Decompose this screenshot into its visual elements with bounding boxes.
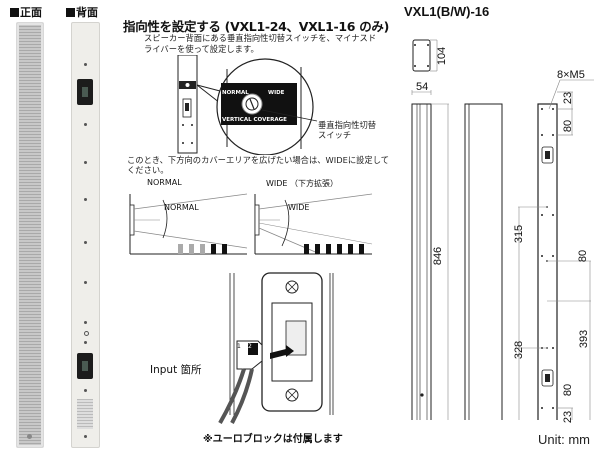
- wide-diagram-title: WIDE （下方拡張）: [266, 179, 339, 188]
- wide-instruction-line1: このとき、下方向のカバーエリアを広げたい場合は、WIDEに設定して: [127, 155, 390, 165]
- switch-wide-label: WIDE: [268, 90, 285, 96]
- dim-middle-spacing: 80: [577, 249, 590, 263]
- insert-arrow: [270, 345, 294, 359]
- coverage-description-line2: ライバーを使って設定します。: [144, 44, 259, 54]
- speaker-front-photo: [16, 22, 44, 448]
- dim-top-offset: 23: [562, 91, 575, 105]
- normal-coverage-diagram: [129, 193, 248, 255]
- front-logo: [27, 434, 32, 439]
- dim-bracket-height: 104: [436, 46, 449, 66]
- bracket-outline: [412, 39, 431, 72]
- coverage-section-title: 指向性を設定する (VXL1-24、VXL1-16 のみ): [123, 19, 390, 34]
- input-plate: [77, 353, 93, 379]
- terminal-mark-1: 1: [237, 343, 241, 350]
- switch-normal-label: NORMAL: [222, 90, 249, 96]
- dim-total-height: 846: [432, 246, 445, 266]
- front-view-label: 正面: [10, 4, 42, 20]
- dim-upper-distance: 315: [513, 224, 526, 244]
- dim-lower-distance: 328: [513, 340, 526, 360]
- euroblock-note: ※ユーロブロックは付属します: [203, 434, 343, 445]
- switch-plate: [77, 79, 93, 105]
- switch-caption: VERTICAL COVERAGE: [222, 117, 287, 123]
- wide-coverage-diagram: [254, 193, 373, 255]
- spec-label: [77, 399, 93, 429]
- front-view-outline: [464, 103, 503, 420]
- speaker-back-photo: [71, 22, 100, 448]
- coverage-description-line1: スピーカー背面にある垂直指向性切替スイッチを、マイナスド: [144, 33, 377, 43]
- switch-illustration: [177, 55, 318, 155]
- wide-beam-label: WIDE: [288, 203, 310, 212]
- switch-callout-line2: スイッチ: [318, 130, 352, 140]
- dim-bottom-offset: 23: [562, 410, 575, 424]
- input-connector-illustration: [218, 272, 334, 424]
- normal-beam-label: NORMAL: [164, 203, 199, 212]
- terminal-mark-2: 2: [248, 343, 252, 350]
- wide-instruction-line2: ください。: [127, 165, 169, 175]
- unit-label: Unit: mm: [538, 432, 590, 447]
- dimension-drawing: [411, 39, 594, 420]
- input-location-label: Input 箇所: [150, 364, 202, 376]
- dim-bottom-distance: 393: [578, 329, 591, 349]
- dim-top-spacing: 80: [562, 119, 575, 133]
- dim-bottom-spacing: 80: [562, 383, 575, 397]
- back-view-outline: [537, 103, 558, 420]
- back-view-label: 背面: [66, 4, 98, 20]
- model-name: VXL1(B/W)-16: [404, 4, 490, 19]
- dim-screw-spec: 8×M5: [557, 69, 585, 81]
- switch-callout-line1: 垂直指向性切替: [318, 120, 377, 130]
- normal-diagram-title: NORMAL: [147, 178, 182, 187]
- dim-width: 54: [416, 81, 429, 93]
- side-view-outline: [411, 103, 432, 420]
